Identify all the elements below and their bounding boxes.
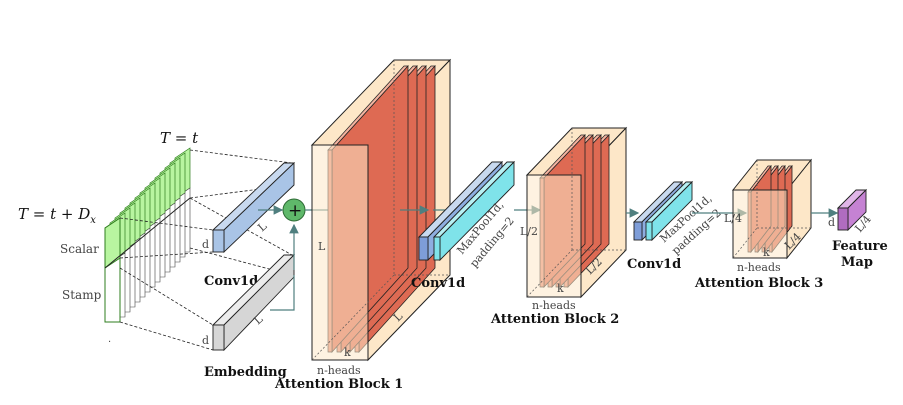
conv3-box: MaxPool1d, padding=2 Conv1d [627, 180, 724, 272]
block2-title: Attention Block 2 [490, 312, 619, 327]
input-scalar-label: Scalar [60, 242, 99, 256]
input-left-time-label: T = t + Dx [18, 205, 96, 226]
conv1-box: d L Conv1d [202, 161, 296, 289]
conv2-box: MaxPool1d, padding=2 Conv1d [411, 160, 517, 291]
embedding-box: d L Embedding [202, 253, 296, 380]
conv1-L-label: L [255, 219, 270, 234]
block2-k-label: k [557, 282, 564, 295]
block3-L-label: L/4 [724, 212, 742, 225]
feature-map-d-label: d [828, 216, 835, 229]
block1-heads-label: n-heads [317, 364, 361, 377]
block1-L-label: L [318, 240, 326, 253]
block2-heads-label: n-heads [532, 299, 576, 312]
input-stamp-label: Stamp [62, 288, 102, 302]
input-divider [104, 197, 191, 269]
conv2-title: Conv1d [411, 276, 465, 291]
feature-map: d L/4 Feature Map [828, 188, 888, 270]
stray-dot: · [108, 337, 111, 348]
attention-block-1: L L k n-heads Attention Block 1 [274, 58, 452, 392]
attention-block-2: L/2 L/2 k n-heads Attention Block 2 [490, 126, 628, 327]
block3-k-label: k [763, 246, 770, 259]
block1-k-label: k [344, 346, 351, 359]
block1-title: Attention Block 1 [274, 377, 403, 392]
feature-map-title-line1: Feature [832, 239, 888, 254]
conv1-d-label: d [202, 238, 209, 251]
conv3-title: Conv1d [627, 257, 681, 272]
attention-block-3: L/4 L/4 k n-heads Attention Block 3 [694, 158, 823, 291]
add-node: + [258, 198, 356, 311]
feature-map-title-line2: Map [841, 255, 873, 270]
embedding-title: Embedding [204, 365, 287, 380]
embedding-d-label: d [202, 334, 209, 347]
conv1-title: Conv1d [204, 274, 258, 289]
block2-L-label: L/2 [520, 225, 538, 238]
input-top-time-label: T = t [160, 129, 199, 147]
input-tensor: T = t T = t + Dx Scalar Stamp [18, 129, 293, 351]
plus-symbol: + [288, 201, 302, 221]
block3-title: Attention Block 3 [694, 276, 823, 291]
block3-heads-label: n-heads [737, 261, 781, 274]
